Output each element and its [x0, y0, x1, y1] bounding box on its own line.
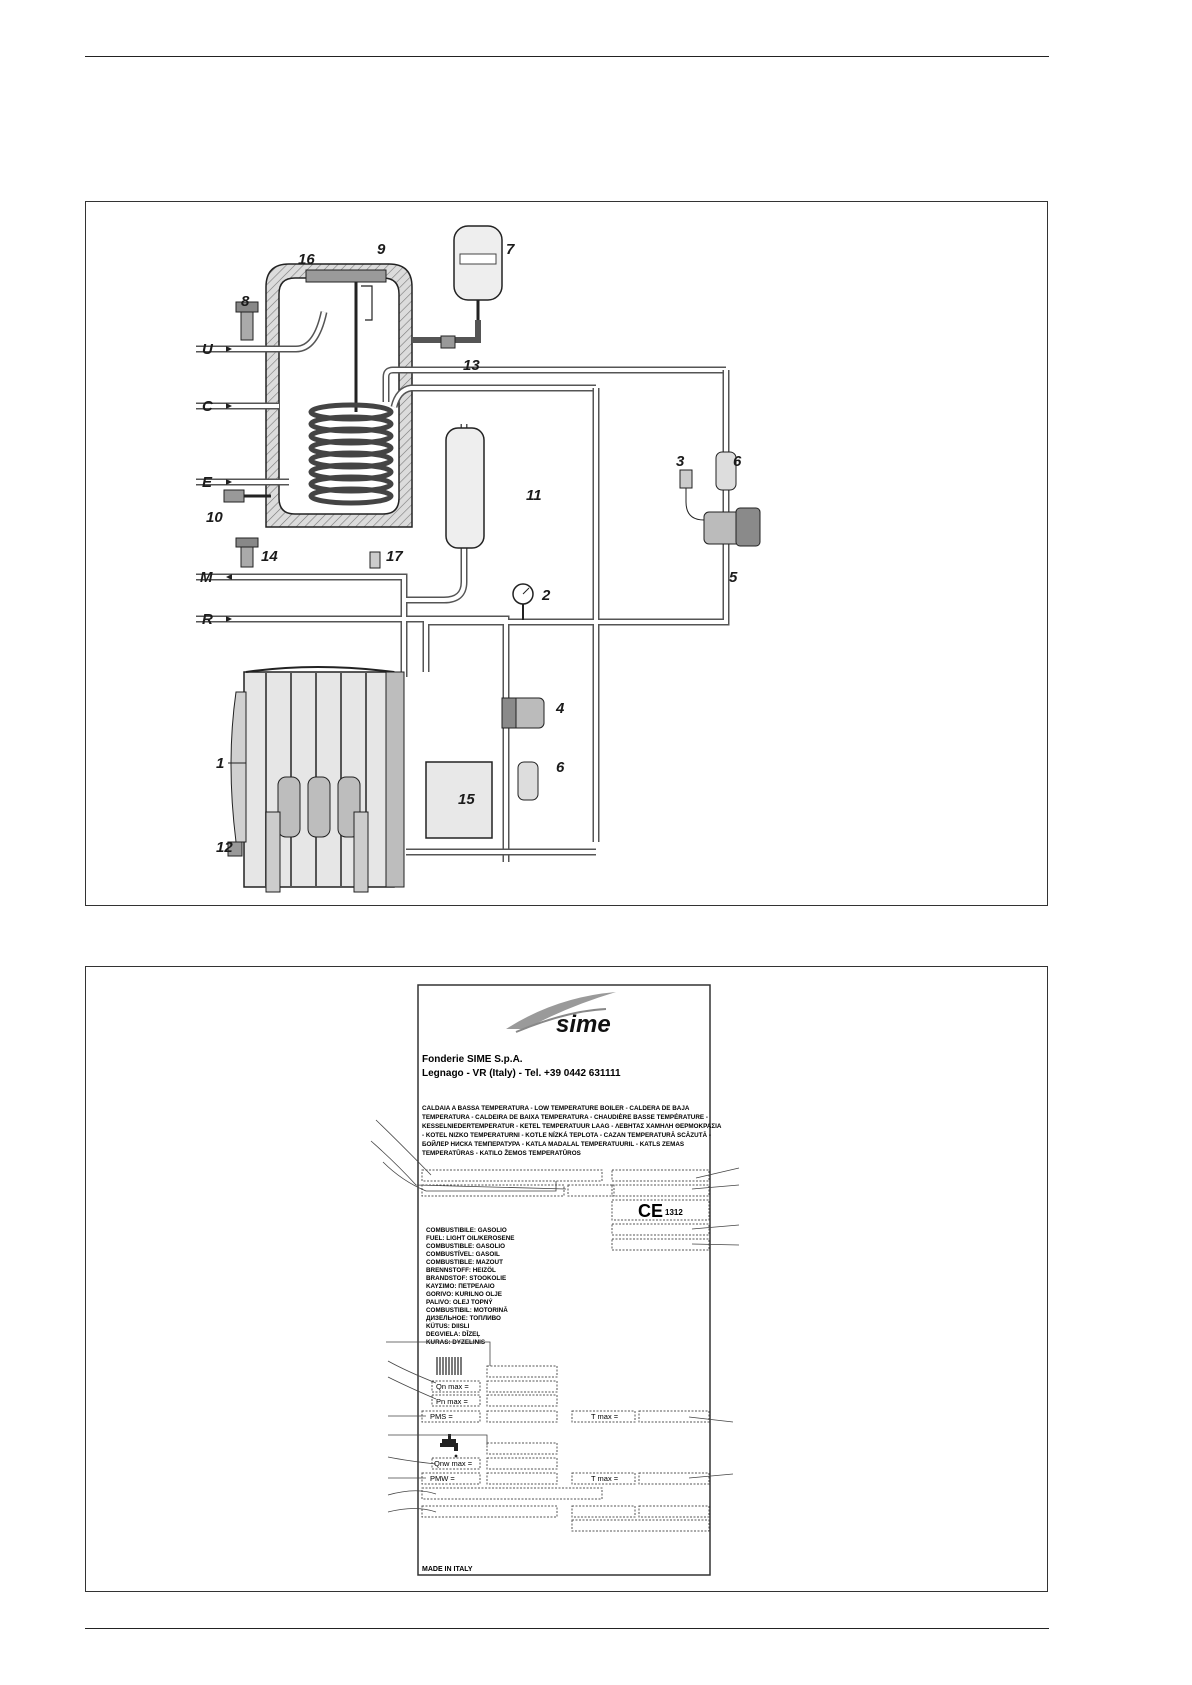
thermostat-3	[679, 469, 705, 521]
top-page-rule	[85, 56, 1049, 57]
pump-5	[703, 507, 761, 547]
leader-lines-left	[370, 1119, 567, 1513]
connection-label-u: U	[202, 341, 214, 358]
component-label-13: 13	[463, 357, 480, 374]
plate-fields-heating	[421, 1365, 710, 1423]
leader-lines-right	[688, 1167, 740, 1479]
air-vent-17	[369, 551, 381, 569]
description-line: TEMPERATURA - CALDEIRA DE BAIXA TEMPERAT…	[422, 1112, 708, 1121]
heating-expansion-vessel	[445, 427, 485, 549]
fuel-line: COMBUSTIBILE: GASOLIO	[426, 1227, 507, 1234]
brand-swoosh	[506, 992, 616, 1029]
hydraulic-diagram-frame: U C E M R 1 2 3 4 5 6 6 7 8 9 10 11 12 1…	[85, 201, 1048, 906]
description-line: KESSELNIEDERTEMPERATUR - KETEL TEMPERATU…	[422, 1123, 722, 1130]
company-address: Legnago - VR (Italy) - Tel. +39 0442 631…	[422, 1068, 621, 1079]
fuel-line: COMBUSTIBIL: MOTORINĂ	[426, 1305, 508, 1314]
component-label-14: 14	[261, 548, 278, 565]
qnw-max-label: Qnw max =	[434, 1459, 473, 1468]
storage-tank	[196, 263, 726, 528]
connection-label-c: C	[202, 398, 214, 415]
pipework	[196, 370, 730, 862]
component-label-1: 1	[216, 755, 224, 772]
plate-fields-dhw	[421, 1442, 710, 1532]
safety-valve-8	[235, 301, 259, 341]
component-label-4: 4	[555, 700, 565, 717]
fuel-line: FUEL: LIGHT OIL/KEROSENE	[426, 1235, 515, 1242]
burner-15	[425, 761, 493, 839]
component-label-7: 7	[506, 241, 515, 258]
component-label-11: 11	[526, 487, 542, 504]
company-name: Fonderie SIME S.p.A.	[422, 1054, 523, 1065]
component-label-9: 9	[377, 241, 386, 258]
fuel-line: KÜTUS: DIISLI	[426, 1321, 470, 1330]
radiator-icon	[436, 1357, 462, 1375]
description-line: CALDAIA A BASSA TEMPERATURA - LOW TEMPER…	[422, 1105, 690, 1112]
description-line: - KOTEL NIZKO TEMPERATURNI - KOTLE NÍZKÁ…	[422, 1130, 711, 1139]
ce-number: 1312	[665, 1208, 683, 1217]
fuel-line: BRANDSTOF: STOOKOLIE	[426, 1275, 506, 1282]
qn-max-label: Qn max =	[436, 1382, 469, 1391]
description-line: TEMPERATŪRAS - KATILO ŽEMOS TEMPERATŪROS	[422, 1148, 581, 1157]
component-label-12: 12	[216, 839, 233, 856]
fuel-line: KURAS: DYZELINIS	[426, 1339, 485, 1346]
connection-label-e: E	[202, 474, 213, 491]
component-label-6-lower: 6	[556, 759, 565, 776]
fuel-line: COMBUSTIBLE: MAZOUT	[426, 1259, 503, 1266]
plate-outline	[417, 984, 711, 1576]
data-plate: sime Fonderie SIME S.p.A. Legnago - VR (…	[370, 984, 740, 1576]
description-line: БОЙЛЕР НИСКА ТЕМПЕРАТУРА - KATLA MADALAL…	[422, 1139, 684, 1148]
ce-mark: CE	[638, 1201, 663, 1221]
tmax-dhw-label: T max =	[591, 1474, 619, 1483]
safety-valve-14	[235, 537, 259, 568]
bottom-page-rule	[85, 1628, 1049, 1629]
fuel-line: BRENNSTOFF: HEIZÖL	[426, 1265, 496, 1274]
pump-4	[501, 697, 545, 729]
component-label-2: 2	[541, 587, 551, 604]
component-label-6-upper: 6	[733, 453, 742, 470]
connection-label-m: M	[200, 569, 213, 586]
fuel-line: GORIVO: KURILNO OLJE	[426, 1291, 502, 1298]
pressure-gauge	[512, 583, 534, 620]
tank-flange	[305, 269, 387, 283]
drain-valve-10	[223, 489, 271, 503]
connection-label-r: R	[202, 611, 213, 628]
component-label-10: 10	[206, 509, 223, 526]
component-label-15: 15	[458, 791, 475, 808]
component-label-3: 3	[676, 453, 685, 470]
brand-logo: sime	[556, 1011, 611, 1038]
heating-coil	[308, 402, 394, 506]
pms-label: PMS =	[430, 1412, 453, 1421]
fuel-line: ДИЗЕЛЬНОЕ: ТОПЛИВО	[426, 1315, 501, 1322]
fuel-line: DEGVIELA: DĪZEĻ	[426, 1330, 480, 1338]
component-label-16: 16	[298, 251, 315, 268]
dhw-expansion-vessel	[412, 225, 503, 349]
component-label-17: 17	[386, 548, 403, 565]
data-plate-frame: sime Fonderie SIME S.p.A. Legnago - VR (…	[85, 966, 1048, 1592]
pmw-label: PMW =	[430, 1474, 455, 1483]
boiler-body	[227, 666, 405, 893]
pn-max-label: Pn max =	[436, 1397, 469, 1406]
tap-icon	[440, 1434, 458, 1458]
fuel-line: PALIVO: OLEJ TOPNÝ	[426, 1297, 493, 1306]
hydraulic-diagram: U C E M R 1 2 3 4 5 6 6 7 8 9 10 11 12 1…	[196, 225, 761, 893]
fuel-line: COMBUSTIBLE: GASOLIO	[426, 1243, 505, 1250]
component-label-8: 8	[241, 293, 250, 310]
filter-6-upper	[715, 451, 737, 491]
fuel-line: ΚΑΥΣΙΜΟ: ΠΕΤΡΕΛΑΙΟ	[426, 1283, 495, 1290]
valve-13	[440, 335, 456, 349]
tmax-heating-label: T max =	[591, 1412, 619, 1421]
filter-6-lower	[517, 761, 539, 801]
fuel-line: COMBUSTÍVEL: GASOIL	[426, 1249, 500, 1258]
connection-arrows	[226, 346, 232, 622]
component-label-5: 5	[729, 569, 738, 586]
made-in-italy: MADE IN ITALY	[422, 1566, 473, 1573]
